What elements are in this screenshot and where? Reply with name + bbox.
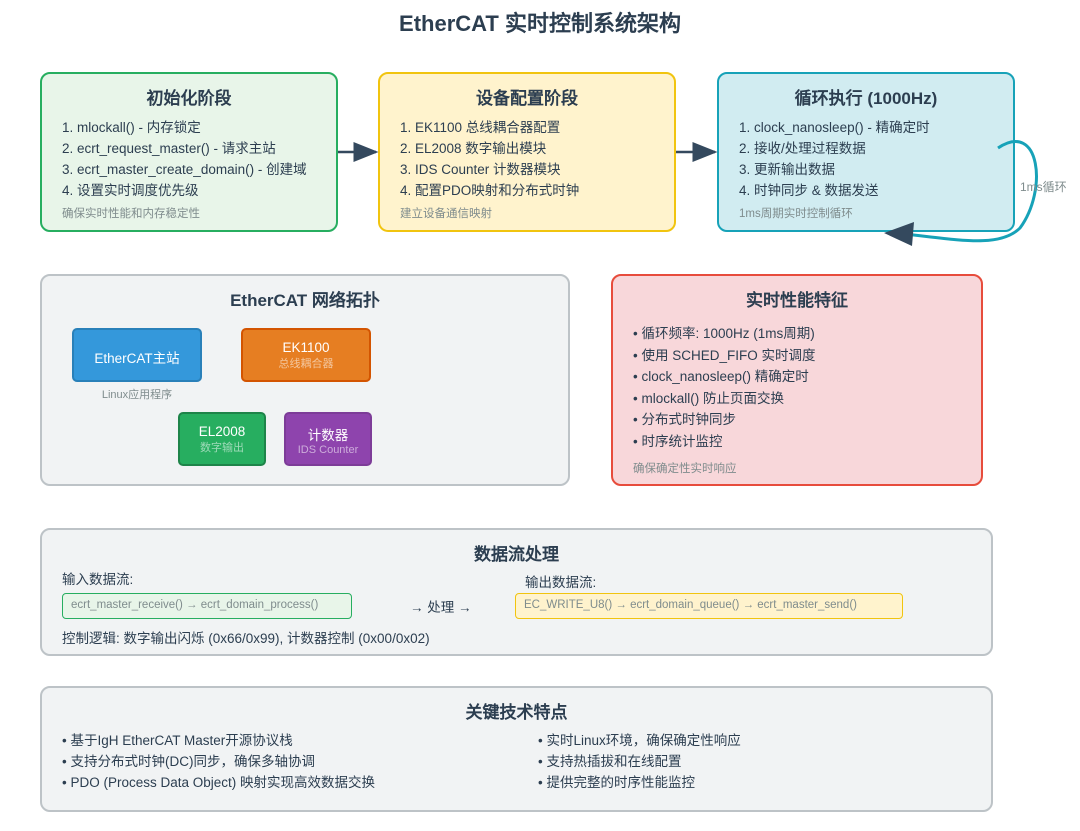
node-ethercat-master: EtherCAT主站 xyxy=(72,328,202,382)
list-item: 2. 接收/处理过程数据 xyxy=(739,141,866,156)
list-item: • PDO (Process Data Object) 映射实现高效数据交换 xyxy=(62,775,376,790)
node-master-caption: Linux应用程序 xyxy=(101,389,173,401)
list-item: • 循环频率: 1000Hz (1ms周期) xyxy=(633,326,815,341)
node-counter: 计数器 IDS Counter xyxy=(284,412,372,466)
output-flow-code: EC_WRITE_U8() → ecrt_domain_queue() → ec… xyxy=(515,593,903,619)
list-item: • 分布式时钟同步 xyxy=(633,412,736,427)
stage-config-note: 建立设备通信映射 xyxy=(400,208,492,220)
stage-init-box: 初始化阶段 1. mlockall() - 内存锁定 2. ecrt_reque… xyxy=(40,72,338,232)
input-flow-code: ecrt_master_receive() → ecrt_domain_proc… xyxy=(62,593,352,619)
list-item: 3. ecrt_master_create_domain() - 创建域 xyxy=(62,162,307,177)
list-item: 2. ecrt_request_master() - 请求主站 xyxy=(62,141,276,156)
page-title: EtherCAT 实时控制系统架构 xyxy=(399,11,681,36)
list-item: 3. IDS Counter 计数器模块 xyxy=(400,162,561,177)
node-ek1100-name: EK1100 xyxy=(282,340,330,355)
topology-box: EtherCAT 网络拓扑 EtherCAT主站 Linux应用程序 EK110… xyxy=(40,274,570,486)
list-item: • 支持热插拔和在线配置 xyxy=(538,754,682,769)
performance-note: 确保确定性实时响应 xyxy=(633,463,737,475)
list-item: 4. 配置PDO映射和分布式时钟 xyxy=(400,183,580,198)
performance-box: 实时性能特征 • 循环频率: 1000Hz (1ms周期) • 使用 SCHED… xyxy=(611,274,983,486)
list-item: 1. mlockall() - 内存锁定 xyxy=(62,120,201,135)
list-item: • 时序统计监控 xyxy=(633,433,723,449)
stage-loop-box: 循环执行 (1000Hz) 1. clock_nanosleep() - 精确定… xyxy=(717,72,1015,232)
topology-title: EtherCAT 网络拓扑 xyxy=(230,291,380,310)
node-ek1100-sub: 总线耦合器 xyxy=(278,358,334,370)
performance-title: 实时性能特征 xyxy=(746,291,848,310)
list-item: 2. EL2008 数字输出模块 xyxy=(400,141,547,156)
node-el2008-sub: 数字输出 xyxy=(200,442,244,454)
list-item: • 提供完整的时序性能监控 xyxy=(538,775,695,790)
stage-init-title: 初始化阶段 xyxy=(146,89,232,108)
stage-config-box: 设备配置阶段 1. EK1100 总线耦合器配置 2. EL2008 数字输出模… xyxy=(378,72,676,232)
list-item: 1. clock_nanosleep() - 精确定时 xyxy=(739,120,930,135)
list-item: 4. 时钟同步 & 数据发送 xyxy=(739,183,879,198)
list-item: 4. 设置实时调度优先级 xyxy=(62,183,199,198)
stage-config-title: 设备配置阶段 xyxy=(476,89,578,108)
control-logic-text: 控制逻辑: 数字输出闪烁 (0x66/0x99), 计数器控制 (0x00/0x… xyxy=(62,631,430,646)
stage-loop-title: 循环执行 (1000Hz) xyxy=(794,89,938,108)
dataflow-box: 数据流处理 输入数据流: ecrt_master_receive() → ecr… xyxy=(40,528,993,656)
stage-init-note: 确保实时性能和内存稳定性 xyxy=(62,208,200,220)
dataflow-title: 数据流处理 xyxy=(474,545,559,564)
features-title: 关键技术特点 xyxy=(465,703,568,722)
stage-init-list: 1. mlockall() - 内存锁定 2. ecrt_request_mas… xyxy=(42,117,336,201)
list-item: 1. EK1100 总线耦合器配置 xyxy=(400,120,561,135)
list-item: • 基于IgH EtherCAT Master开源协议栈 xyxy=(62,733,293,748)
stage-config-list: 1. EK1100 总线耦合器配置 2. EL2008 数字输出模块 3. ID… xyxy=(380,117,674,201)
list-item: 3. 更新输出数据 xyxy=(739,162,836,177)
process-arrow-label: → 处理 → xyxy=(410,600,472,615)
features-left-list: • 基于IgH EtherCAT Master开源协议栈 • 支持分布式时钟(D… xyxy=(62,730,375,793)
list-item: • 使用 SCHED_FIFO 实时调度 xyxy=(633,347,816,363)
output-flow-label: 输出数据流: xyxy=(525,575,597,590)
node-el2008-name: EL2008 xyxy=(198,424,246,439)
list-item: • clock_nanosleep() 精确定时 xyxy=(633,369,809,384)
list-item: • 实时Linux环境，确保确定性响应 xyxy=(538,733,741,748)
stage-loop-note: 1ms周期实时控制循环 xyxy=(739,208,853,220)
features-box: 关键技术特点 • 基于IgH EtherCAT Master开源协议栈 • 支持… xyxy=(40,686,993,812)
node-counter-name: 计数器 xyxy=(307,428,349,443)
node-el2008: EL2008 数字输出 xyxy=(178,412,266,466)
input-flow-label: 输入数据流: xyxy=(62,572,134,587)
loop-label: 1ms循环 xyxy=(1020,180,1067,194)
node-ek1100: EK1100 总线耦合器 xyxy=(241,328,371,382)
node-counter-sub: IDS Counter xyxy=(297,444,359,456)
node-master-name: EtherCAT主站 xyxy=(94,351,180,366)
list-item: • mlockall() 防止页面交换 xyxy=(633,390,784,406)
performance-list: • 循环频率: 1000Hz (1ms周期) • 使用 SCHED_FIFO 实… xyxy=(613,323,981,452)
list-item: • 支持分布式时钟(DC)同步，确保多轴协调 xyxy=(62,754,315,769)
stage-loop-list: 1. clock_nanosleep() - 精确定时 2. 接收/处理过程数据… xyxy=(719,117,1013,201)
features-right-list: • 实时Linux环境，确保确定性响应 • 支持热插拔和在线配置 • 提供完整的… xyxy=(538,730,741,793)
